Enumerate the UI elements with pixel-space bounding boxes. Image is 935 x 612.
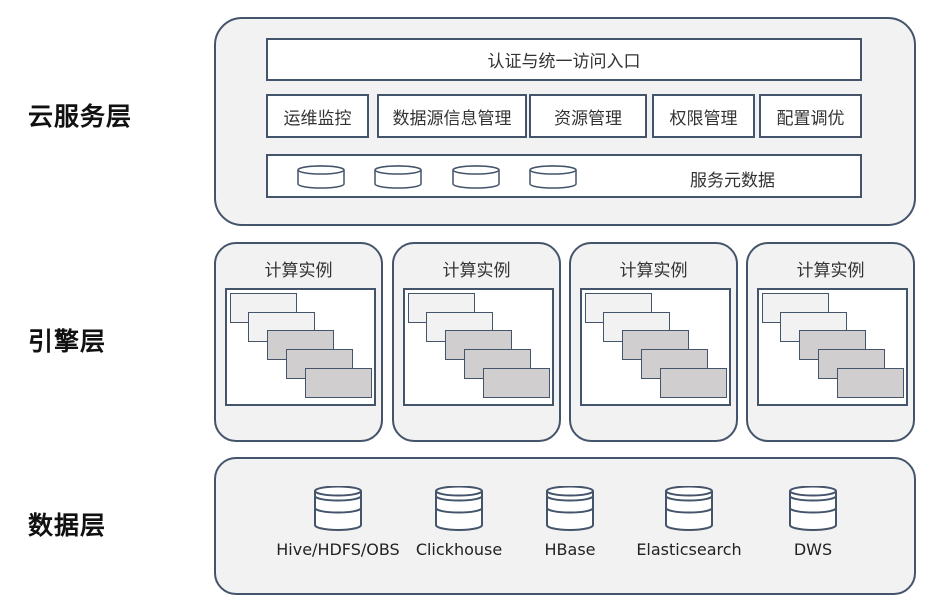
cloud-layer-panel: 认证与统一访问入口 运维监控 数据源信息管理 资源管理 权限管理 配置调优 (214, 17, 916, 226)
database-icon (314, 485, 362, 531)
module-datasource-management: 数据源信息管理 (377, 94, 527, 138)
auth-entry-box: 认证与统一访问入口 (266, 38, 862, 81)
datasource-label: HBase (544, 540, 596, 559)
database-icon (435, 485, 483, 531)
stacked-windows-icon (580, 288, 731, 406)
datasource-elasticsearch: Elasticsearch (619, 485, 759, 559)
database-cylinder-icon (452, 165, 500, 189)
compute-instance-panel: 计算实例 (214, 242, 383, 442)
compute-instance-panel: 计算实例 (392, 242, 561, 442)
database-icon (546, 485, 594, 531)
datasource-hbase: HBase (500, 485, 640, 559)
database-cylinder-icon (374, 165, 422, 189)
datasource-label: DWS (793, 540, 833, 559)
compute-instance-label: 计算实例 (619, 261, 688, 281)
service-metadata-box: 服务元数据 (266, 154, 862, 198)
datasource-clickhouse: Clickhouse (389, 485, 529, 559)
database-icon (789, 485, 837, 531)
datasource-label: Clickhouse (415, 540, 503, 559)
datasource-label: Hive/HDFS/OBS (276, 540, 400, 559)
module-permission-management: 权限管理 (652, 94, 755, 138)
compute-instance-label: 计算实例 (442, 261, 511, 281)
compute-instance-panel: 计算实例 (569, 242, 738, 442)
stacked-windows-icon (757, 288, 908, 406)
compute-instance-panel: 计算实例 (746, 242, 915, 442)
datasource-dws: DWS (743, 485, 883, 559)
database-cylinder-icon (297, 165, 345, 189)
stacked-windows-icon (225, 288, 376, 406)
stacked-windows-icon (403, 288, 554, 406)
module-ops-monitoring: 运维监控 (266, 94, 369, 138)
metadata-db-icons (297, 165, 577, 189)
window-layer (305, 368, 372, 398)
service-metadata-label: 服务元数据 (690, 171, 775, 191)
datasource-label: Elasticsearch (636, 540, 742, 559)
window-layer (837, 368, 904, 398)
database-icon (665, 485, 713, 531)
window-layer (660, 368, 727, 398)
database-cylinder-icon (529, 165, 577, 189)
layer-label-data: 数据层 (28, 511, 107, 540)
module-config-tuning: 配置调优 (759, 94, 862, 138)
window-layer (483, 368, 550, 398)
compute-instance-label: 计算实例 (264, 261, 333, 281)
compute-instance-label: 计算实例 (796, 261, 865, 281)
module-resource-management: 资源管理 (529, 94, 647, 138)
layer-label-engine: 引擎层 (28, 327, 107, 356)
datasource-hive-hdfs-obs: Hive/HDFS/OBS (268, 485, 408, 559)
layer-label-cloud: 云服务层 (28, 102, 133, 131)
